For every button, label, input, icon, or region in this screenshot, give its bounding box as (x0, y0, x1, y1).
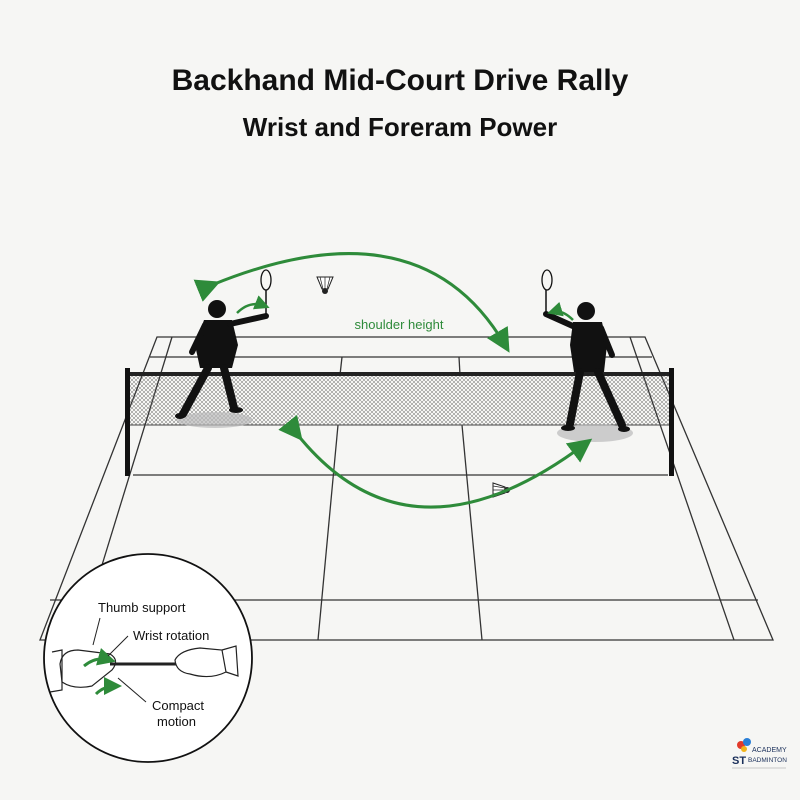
pointer-thumb-support (92, 617, 101, 646)
net-post-right (669, 368, 674, 476)
diagram-title: Backhand Mid-Court Drive Rally (171, 64, 629, 97)
net-post-left (125, 368, 130, 476)
racket-left (260, 269, 272, 314)
label-compact-line1: Compact (152, 698, 204, 713)
label-thumb-support: Thumb support (98, 600, 186, 615)
pointer-compact-motion (117, 677, 147, 703)
logo-academy-text: ACADEMY (752, 747, 787, 754)
label-wrist-rotation: Wrist rotation (133, 628, 209, 643)
inset-wrist-arrow-lower (94, 677, 122, 696)
logo-badminton-text: BADMINTON (748, 757, 787, 764)
diagram-subtitle: Wrist and Foreram Power (242, 112, 558, 142)
inset-right-hand (174, 647, 227, 678)
player-right-silhouette (543, 302, 630, 432)
label-compact-line2: motion (157, 714, 196, 729)
swing-arrow-left (236, 295, 270, 314)
academy-logo: ACADEMY ST BADMINTON (732, 738, 787, 769)
player-left-shadow (177, 412, 253, 428)
lower-trajectory-arrow (278, 414, 593, 509)
swing-arrow-right (547, 301, 574, 321)
pointer-wrist-rotation (107, 635, 129, 657)
court-center-line-near-c (461, 424, 483, 641)
grip-detail-inset: Thumb support Wrist rotation Compact mot… (43, 553, 253, 763)
inset-wrist-arrow-upper (83, 648, 116, 668)
rally-trajectory-arrows (193, 252, 593, 509)
upper-trajectory-arrow (193, 252, 510, 353)
logo-st-text: ST (732, 755, 746, 767)
racket-right (541, 269, 553, 312)
court-center-line-near-a (317, 424, 339, 641)
shoulder-height-label: shoulder height (355, 317, 444, 332)
shuttlecock-upper (316, 276, 334, 294)
